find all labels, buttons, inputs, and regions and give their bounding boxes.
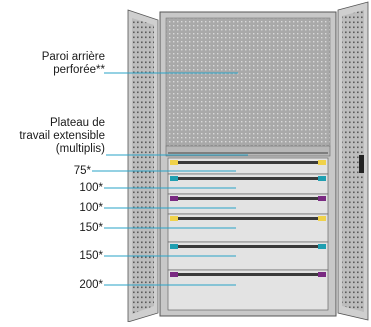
drawer xyxy=(167,173,329,195)
drawer-clip-left xyxy=(170,272,178,277)
drawer-clip-right xyxy=(318,196,326,201)
drawer-clip-right xyxy=(318,176,326,181)
drawer-clip-left xyxy=(170,176,178,181)
drawer-stack xyxy=(167,157,329,311)
drawer-clip-left xyxy=(170,244,178,249)
drawer-handle-rail xyxy=(172,177,324,180)
label-drawer-1: 75* xyxy=(73,165,91,177)
label-drawer-2: 100* xyxy=(79,182,103,194)
label-worktop: Plateau de travail extensible (multiplis… xyxy=(19,117,105,155)
perforated-back-panel xyxy=(165,17,331,147)
drawer-clip-right xyxy=(318,244,326,249)
drawer xyxy=(167,213,329,243)
worktop-shelf xyxy=(165,145,331,157)
drawer-handle-rail xyxy=(172,273,324,276)
drawer-clip-left xyxy=(170,196,178,201)
label-drawer-5: 150* xyxy=(79,250,103,262)
right-door xyxy=(337,1,369,321)
leader-lines xyxy=(92,72,248,286)
label-drawer-3: 100* xyxy=(79,202,103,214)
left-door xyxy=(127,9,159,323)
drawer xyxy=(167,269,329,311)
drawer-handle-rail xyxy=(172,217,324,220)
drawer-clip-right xyxy=(318,272,326,277)
drawer xyxy=(167,193,329,215)
label-perforated-back: Paroi arrière perforée** xyxy=(41,51,105,76)
drawer-face xyxy=(167,157,329,175)
drawer-clip-right xyxy=(318,160,326,165)
drawer-handle-rail xyxy=(172,197,324,200)
drawer-handle-rail xyxy=(172,245,324,248)
label-drawer-4: 150* xyxy=(79,222,103,234)
drawer-clip-left xyxy=(170,160,178,165)
door-handle xyxy=(359,155,364,173)
drawer-face xyxy=(167,269,329,311)
drawer-handle-rail xyxy=(172,161,324,164)
drawer xyxy=(167,157,329,175)
drawer-clip-right xyxy=(318,216,326,221)
label-drawer-6: 200* xyxy=(79,279,103,291)
drawer-clip-left xyxy=(170,216,178,221)
